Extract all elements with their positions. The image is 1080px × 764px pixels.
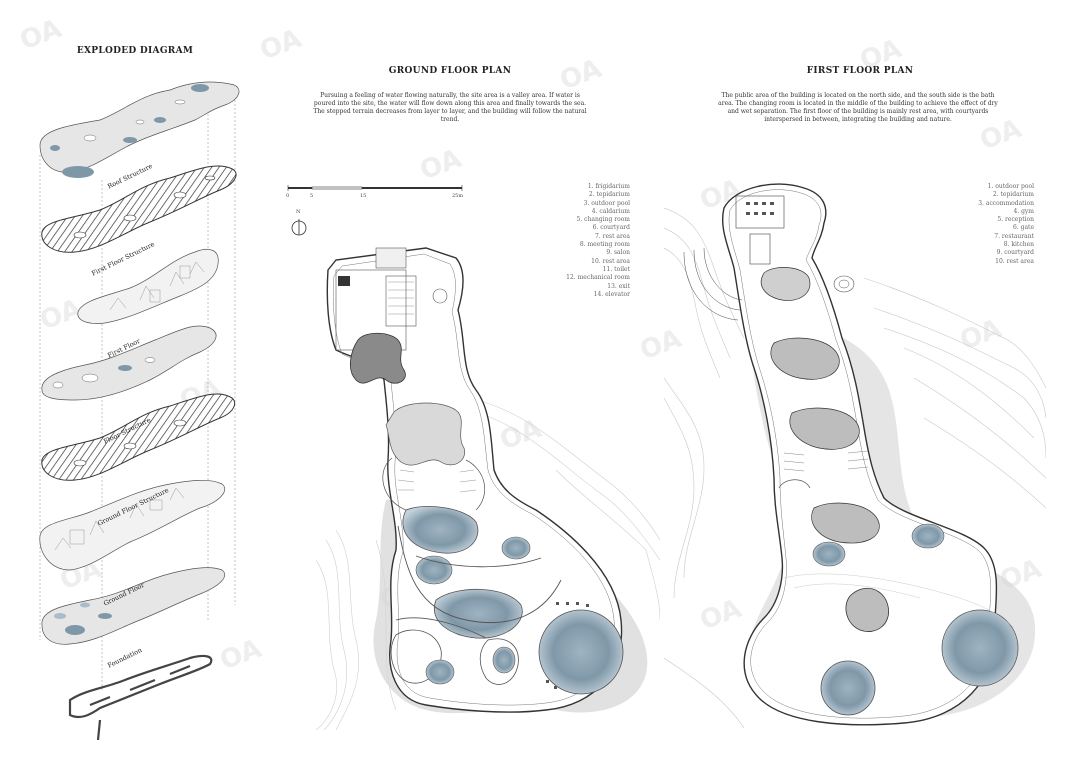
ground-plan-title: GROUND FLOOR PLAN (388, 66, 512, 76)
ground-plan-legend-item: 3. outdoor pool (583, 199, 630, 207)
ground-plan-legend-item: 8. meeting room (579, 241, 630, 249)
first-plan-legend-item: 4. gym (1013, 207, 1034, 215)
scale-bar (287, 185, 463, 191)
ground-floor-structure-layer (39, 480, 226, 571)
roof-layer (39, 81, 240, 178)
north-arrow-icon (291, 219, 307, 236)
roof-structure-layer (41, 165, 237, 253)
watermark-logo: OA (416, 143, 466, 187)
first-plan-legend-item: 7. restaurant (994, 232, 1034, 240)
first-plan-legend-item: 2. tepidarium (992, 191, 1034, 199)
first-plan-legend-item: 8. kitchen (1003, 241, 1034, 249)
watermark-logo: OA (256, 23, 306, 67)
floor-structure-layer (41, 393, 236, 481)
scale-tick-0: 0 (286, 193, 290, 199)
first-plan-legend-item: 1. outdoor pool (987, 183, 1034, 190)
ground-plan-legend-item: 5. changing room (576, 216, 630, 224)
first-plan-title: FIRST FLOOR PLAN (806, 66, 914, 76)
ground-floor-plan-drawing (316, 247, 660, 730)
first-plan-legend-item: 6. gate (1012, 224, 1034, 232)
first-plan-legend-item: 9. courtyard (996, 249, 1034, 257)
ground-plan-legend-item: 14. elevator (593, 290, 630, 298)
scale-tick-15: 15 (360, 193, 367, 199)
exploded-diagram-title: EXPLODED DIAGRAM (76, 46, 194, 56)
ground-plan-legend-item: 11. toilet (602, 265, 630, 273)
first-plan-legend-item: 10. rest area (995, 257, 1034, 265)
foundation-layer (68, 654, 213, 740)
exploded-diagram-drawing (39, 81, 240, 740)
ground-plan-legend-item: 10. rest area (591, 257, 630, 265)
first-plan-description: The public area of the building is locat… (718, 92, 998, 123)
ground-floor-layer (41, 567, 226, 645)
north-label: N (296, 209, 301, 215)
first-plan-legend-item: 3. accommodation (978, 199, 1034, 207)
ground-plan-legend-item: 12. mechanical room (566, 274, 630, 282)
ground-plan-legend-item: 9. salon (606, 249, 630, 257)
scale-tick-5: 5 (310, 193, 314, 199)
ground-plan-legend-item: 2. tepidarium (588, 191, 630, 199)
first-floor-structure-layer (77, 249, 219, 324)
ground-plan-legend-item: 1. frigidarium (587, 183, 630, 190)
ground-plan-legend-item: 7. rest area (594, 232, 630, 240)
first-plan-legend-item: 5. reception (997, 216, 1034, 224)
scale-tick-25m: 25m (452, 193, 464, 199)
first-floor-plan-drawing (664, 183, 1046, 728)
ground-plan-legend-item: 13. exit (607, 282, 630, 290)
first-floor-layer (41, 325, 217, 401)
ground-plan-description: Pursuing a feeling of water flowing natu… (313, 92, 587, 123)
ground-plan-legend-item: 6. courtyard (592, 224, 630, 232)
ground-plan-legend-item: 4. caldarium (591, 207, 630, 215)
